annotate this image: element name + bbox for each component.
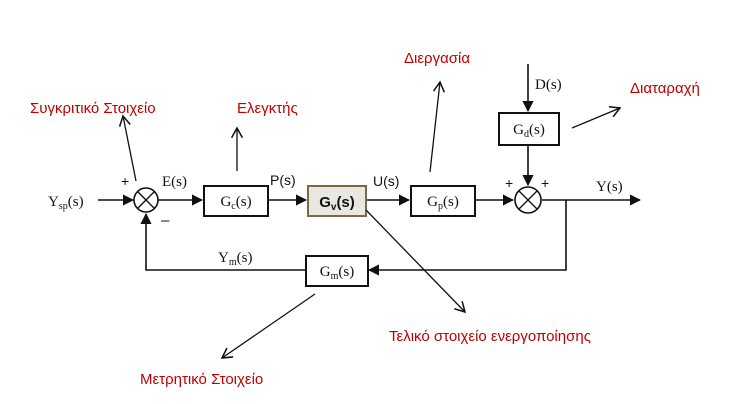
pointer-disturbance [571,105,622,129]
block-gm: Gm(s) [305,255,369,287]
sign-sum1-minus: – [161,212,170,229]
svg-text:Gm(s): Gm(s) [320,264,354,282]
block-gp: Gp(s) [410,185,476,217]
line-gm-to-sum1 [140,212,306,271]
sign-sum1-plus: + [121,173,129,189]
pointer-final-element [365,209,467,314]
block-gc: Gc(s) [203,185,269,217]
pointer-measuring [220,293,316,359]
signal-e: E(s) [162,174,187,190]
signal-ym: Ym(s) [218,250,252,268]
signal-y: Y(s) [596,179,623,195]
signal-p: P(s) [270,172,296,188]
signal-d: D(s) [535,77,562,93]
annotation-process: Διεργασία [404,50,470,67]
signal-u: U(s) [373,173,399,189]
pointer-process [429,80,446,173]
annotation-final-element: Τελικό στοιχείο ενεργοποίησης [389,328,591,345]
block-gd: Gd(s) [498,112,560,146]
line-y-to-gm [367,200,567,276]
signal-ysp: Ysp(s) [48,194,84,212]
annotation-disturbance: Διαταραχή [630,80,700,97]
svg-text:Gp(s): Gp(s) [427,194,459,212]
annotation-comparator: Συγκριτικό Στοιχείο [30,100,156,117]
svg-text:Gv(s): Gv(s) [319,194,355,213]
annotation-controller: Ελεγκτής [237,100,298,117]
sign-sum2-right-plus: + [541,175,549,191]
svg-text:Gc(s): Gc(s) [220,194,251,212]
summing-junction-comparator [133,187,159,213]
svg-text:Gd(s): Gd(s) [513,122,545,140]
annotation-measuring: Μετρητικό Στοιχείο [140,371,263,388]
block-gv: Gv(s) [307,185,367,217]
summing-junction-disturbance [514,186,542,214]
sign-sum2-left-plus: + [505,175,513,191]
pointer-comparator [118,114,137,182]
